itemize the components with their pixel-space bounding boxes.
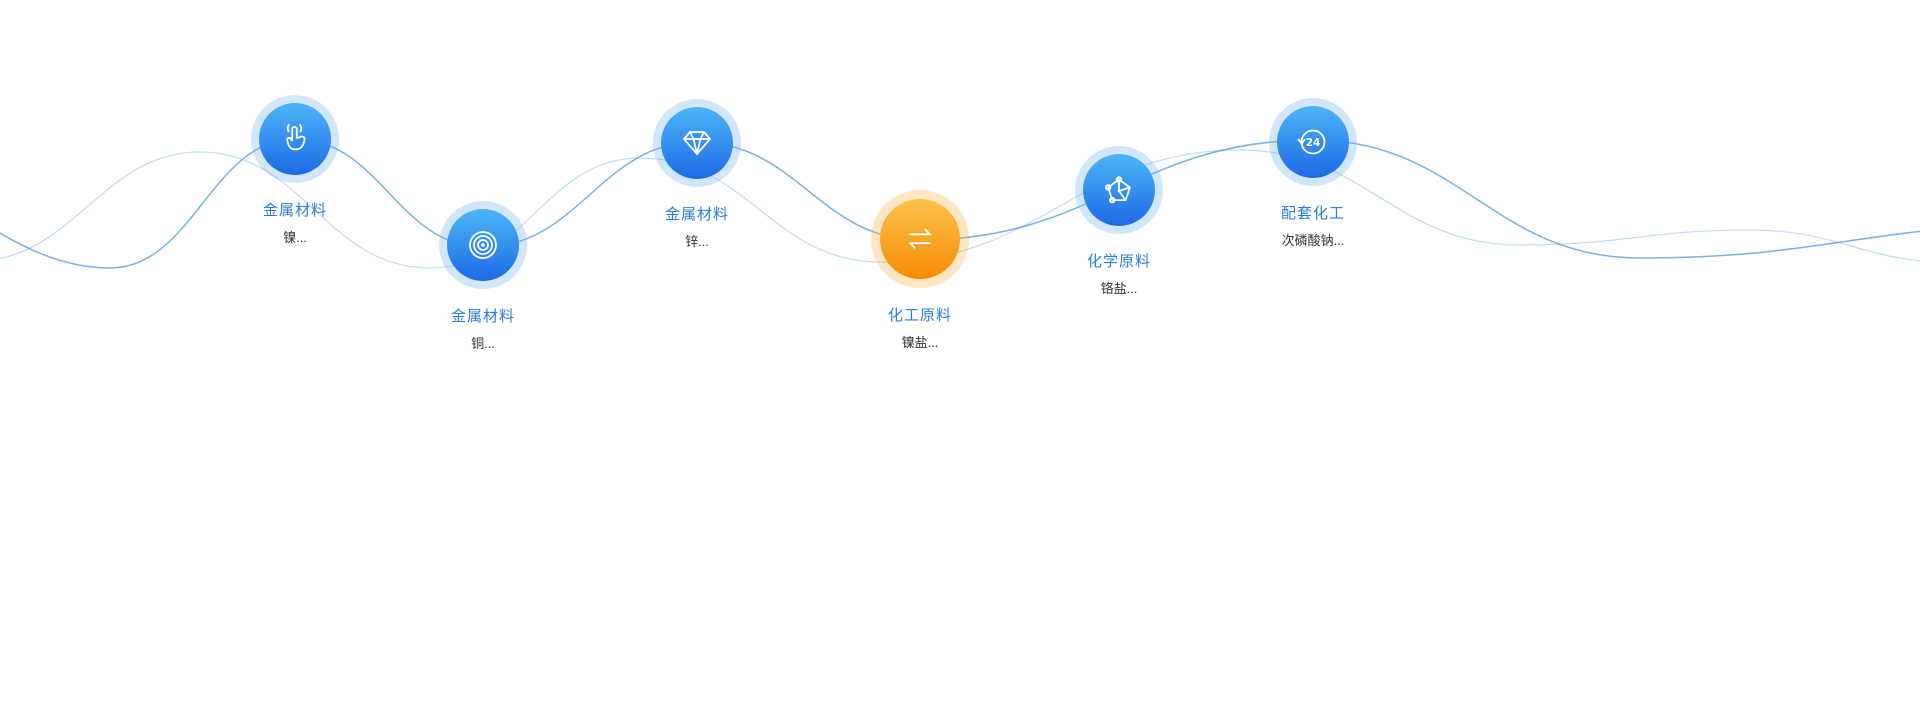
radar-rings-icon (469, 231, 497, 259)
category-label[interactable]: 金属材料 (450, 308, 515, 325)
node-halo: 24 (1269, 98, 1357, 186)
category-node-1[interactable]: 金属材料 镍... (251, 95, 339, 246)
category-label[interactable]: 化学原料 (1086, 253, 1151, 270)
category-label[interactable]: 金属材料 (664, 206, 729, 223)
24-hour-clock-icon: 24 (1297, 129, 1326, 155)
category-sub-label: 铜... (471, 336, 495, 351)
category-sub-label: 铬盐... (1100, 281, 1138, 296)
node-halo (251, 95, 339, 183)
hand-click-icon (286, 123, 306, 151)
category-node-6[interactable]: 24 配套化工 次磷酸钠... (1269, 98, 1357, 249)
node-circle (1083, 154, 1155, 226)
node-halo (653, 99, 741, 187)
molecule-pentagon-icon (1104, 176, 1131, 204)
category-label[interactable]: 配套化工 (1280, 205, 1345, 222)
node-circle (447, 209, 519, 281)
diamond-icon (683, 131, 711, 155)
category-label[interactable]: 化工原料 (887, 307, 952, 324)
category-node-4[interactable]: 化工原料 镍盐... (871, 190, 969, 351)
exchange-arrows-icon (909, 228, 931, 249)
category-sub-label: 镍... (283, 230, 307, 245)
24-hour-text: 24 (1306, 137, 1321, 149)
category-node-5[interactable]: 化学原料 铬盐... (1075, 146, 1163, 297)
node-circle (259, 103, 331, 175)
node-halo (1075, 146, 1163, 234)
category-sub-label: 次磷酸钠... (1281, 233, 1345, 248)
node-halo (439, 201, 527, 289)
category-node-3[interactable]: 金属材料 锌... (653, 99, 741, 250)
category-label[interactable]: 金属材料 (262, 202, 327, 219)
node-circle (880, 199, 960, 279)
category-node-2[interactable]: 金属材料 铜... (439, 201, 527, 352)
node-circle: 24 (1277, 106, 1349, 178)
node-circle (661, 107, 733, 179)
category-sub-label: 锌... (685, 234, 709, 249)
category-sub-label: 镍盐... (901, 335, 939, 350)
node-halo (871, 190, 969, 288)
